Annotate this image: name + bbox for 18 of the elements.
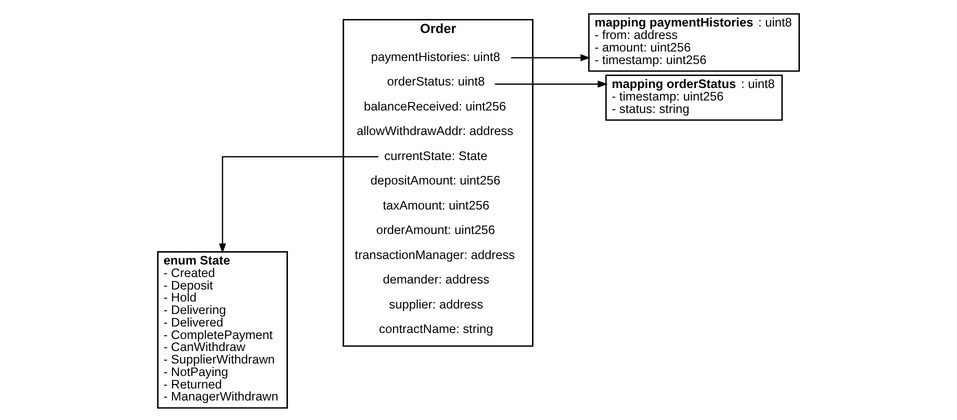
arrow: [218, 156, 378, 254]
arrow: [494, 80, 608, 88]
node-text: demander: address: [382, 272, 490, 287]
node-text: depositAmount: uint256: [370, 174, 500, 188]
node-text: currentState: State: [384, 148, 488, 163]
node-text: taxAmount: uint256: [382, 198, 490, 212]
node-box: mapping paymentHistories: uint8 - from: address - amount: uint256 - timestamp: uint256: [588, 13, 800, 72]
node-text: transactionManager: address: [354, 248, 515, 262]
node-text: contractName: string: [379, 322, 494, 336]
node-text: allowWithdrawAddr: address: [356, 124, 514, 138]
node-box: enum State - Created - Deposit - Hold - Delivering - Delivered - CompletePayment - CanWithdraw - SupplierWithdrawn - NotPaying - Returned - ManagerWithdrawn: [157, 251, 288, 409]
node-text: supplier: address: [389, 297, 484, 312]
node-text: orderStatus: uint8: [387, 74, 485, 89]
arrow: [511, 54, 591, 62]
node-text: paymentHistories: uint8: [370, 50, 500, 64]
node-box: mapping orderStatus: uint8 - timestamp: uint256 - status: string: [605, 74, 783, 121]
node-text: balanceReceived: uint256: [364, 99, 506, 114]
node-text: orderAmount: uint256: [376, 223, 496, 238]
